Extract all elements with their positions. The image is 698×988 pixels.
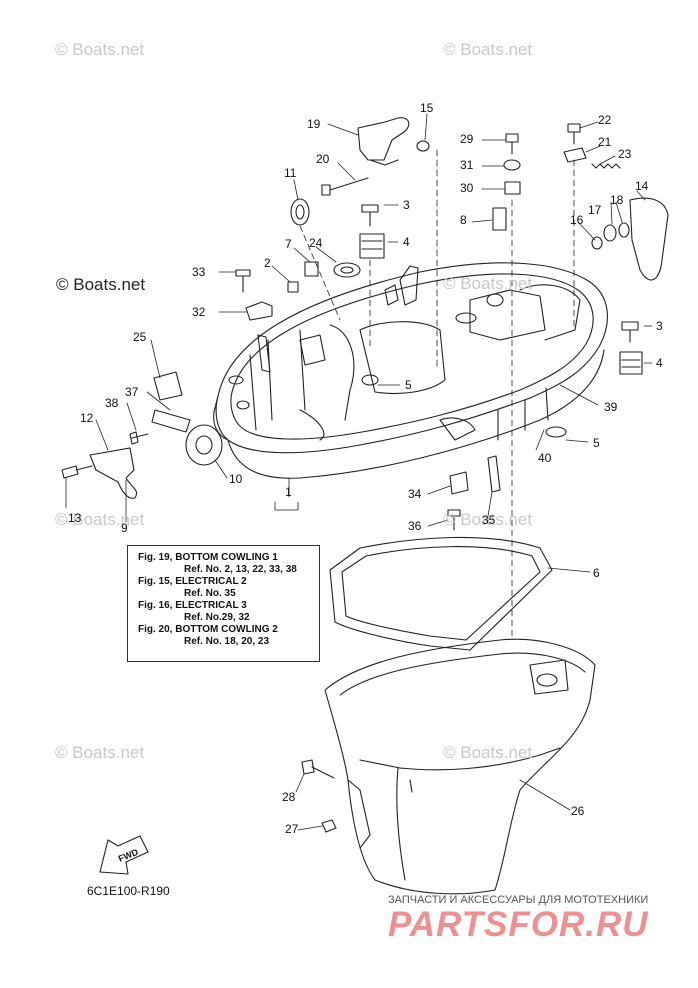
reference-line: Fig. 15, ELECTRICAL 2 xyxy=(138,576,247,587)
callout-6: 6 xyxy=(593,566,600,580)
ad-logo: PARTSFOR.RU xyxy=(388,905,649,944)
callout-26: 26 xyxy=(571,804,585,818)
callout-5: 5 xyxy=(405,378,412,392)
callout-11: 11 xyxy=(284,166,297,180)
callout-4: 4 xyxy=(656,356,663,370)
watermark: © Boats.net xyxy=(443,510,533,529)
bottom-cowling-lower xyxy=(324,638,596,895)
watermark: © Boats.net xyxy=(55,40,145,59)
callout-37: 37 xyxy=(125,385,139,399)
callout-36: 36 xyxy=(408,519,422,533)
callout-18: 18 xyxy=(610,193,624,207)
callout-34: 34 xyxy=(408,487,422,501)
callout-38: 38 xyxy=(105,396,119,410)
copyright-notice: © Boats.net xyxy=(56,275,146,294)
callout-2: 2 xyxy=(264,256,271,270)
reference-line: Fig. 16, ELECTRICAL 3 xyxy=(138,600,247,611)
callout-4: 4 xyxy=(403,235,410,249)
reference-line: Ref. No.29, 32 xyxy=(184,612,250,623)
reference-line: Fig. 19, BOTTOM COWLING 1 xyxy=(138,552,278,563)
callout-33: 33 xyxy=(192,265,206,279)
callout-40: 40 xyxy=(538,451,552,465)
watermark: © Boats.net xyxy=(55,743,145,762)
callout-7: 7 xyxy=(285,237,292,251)
ad-tagline: ЗАПЧАСТИ И АКСЕССУАРЫ ДЛЯ МОТОТЕХНИКИ xyxy=(388,894,649,906)
leader-lines xyxy=(65,113,653,831)
callout-31: 31 xyxy=(460,158,474,172)
callout-15: 15 xyxy=(420,101,434,115)
watermark: © Boats.net xyxy=(443,743,533,762)
callout-1: 1 xyxy=(285,485,292,499)
callout-13: 13 xyxy=(68,511,82,525)
callout-39: 39 xyxy=(604,400,618,414)
callout-8: 8 xyxy=(460,213,467,227)
callout-25: 25 xyxy=(133,330,147,344)
reference-line: Fig. 20, BOTTOM COWLING 2 xyxy=(138,624,278,635)
callout-5: 5 xyxy=(593,436,600,450)
callout-22: 22 xyxy=(598,113,612,127)
callout-27: 27 xyxy=(285,822,299,836)
reference-line: Ref. No. 35 xyxy=(184,588,236,599)
callout-9: 9 xyxy=(121,521,128,535)
callout-29: 29 xyxy=(460,132,474,146)
callout-14: 14 xyxy=(635,179,649,193)
watermark: © Boats.net xyxy=(443,40,533,59)
part-code: 6C1E100-R190 xyxy=(87,884,170,898)
callout-30: 30 xyxy=(460,181,474,195)
gasket xyxy=(329,536,553,651)
callout-32: 32 xyxy=(192,305,206,319)
callout-19: 19 xyxy=(307,117,321,131)
watermark: © Boats.net xyxy=(443,274,533,293)
small-parts xyxy=(61,117,669,833)
forward-direction-arrow xyxy=(99,835,149,875)
callout-16: 16 xyxy=(570,213,584,227)
reference-line: Ref. No. 18, 20, 23 xyxy=(184,636,270,647)
callout-23: 23 xyxy=(618,147,632,161)
reference-line: Ref. No. 2, 13, 22, 33, 38 xyxy=(184,564,297,575)
callout-28: 28 xyxy=(282,790,296,804)
reference-box: Fig. 19, BOTTOM COWLING 1 Ref. No. 2, 13… xyxy=(127,545,320,662)
callout-3: 3 xyxy=(403,198,410,212)
watermark: © Boats.net xyxy=(55,510,145,529)
callout-3: 3 xyxy=(656,319,663,333)
callout-20: 20 xyxy=(316,152,330,166)
callout-21: 21 xyxy=(598,135,612,149)
bottom-cowling-upper xyxy=(213,262,608,479)
callout-17: 17 xyxy=(588,203,602,217)
callout-24: 24 xyxy=(309,236,323,250)
callout-12: 12 xyxy=(80,411,94,425)
callout-35: 35 xyxy=(482,513,496,527)
callout-10: 10 xyxy=(229,472,243,486)
